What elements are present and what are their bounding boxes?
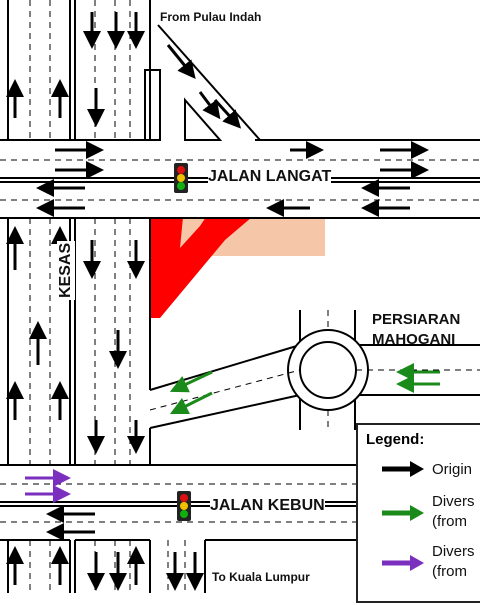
arrow-icon — [213, 98, 242, 129]
traffic-light-icon — [177, 491, 191, 521]
arrow-icon — [166, 44, 196, 79]
legend-swatches — [382, 461, 424, 571]
label-kesas: KESAS — [57, 240, 75, 300]
label-to-kuala-lumpur: To Kuala Lumpur — [212, 570, 310, 584]
legend-purple-line1: Divers — [432, 543, 475, 560]
label-from-pulau-indah: From Pulau Indah — [160, 10, 262, 24]
arrow-icon — [198, 91, 221, 120]
legend-purple-line2: (from — [432, 563, 467, 580]
arrow-icon — [382, 461, 424, 477]
legend-green-line2: (from — [432, 513, 467, 530]
legend-green-line1: Divers — [432, 493, 475, 510]
label-persiaran-line1: PERSIARAN — [372, 311, 461, 328]
arrow-icon — [382, 505, 424, 521]
traffic-light-icon — [174, 163, 188, 193]
closure-area-red — [150, 217, 252, 318]
label-persiaran-line2: MAHOGANI — [372, 331, 456, 348]
legend-title: Legend: — [366, 431, 425, 448]
legend-original-label: Origin — [432, 461, 473, 478]
legend-box: Legend: Origin Divers (from Divers (from — [356, 423, 480, 603]
arrow-icon — [169, 391, 213, 415]
label-jalan-kebun: JALAN KEBUN — [210, 497, 325, 515]
arrow-icon — [382, 555, 424, 571]
arrow-icon — [169, 370, 213, 393]
label-jalan-langat: JALAN LANGAT — [208, 168, 332, 186]
